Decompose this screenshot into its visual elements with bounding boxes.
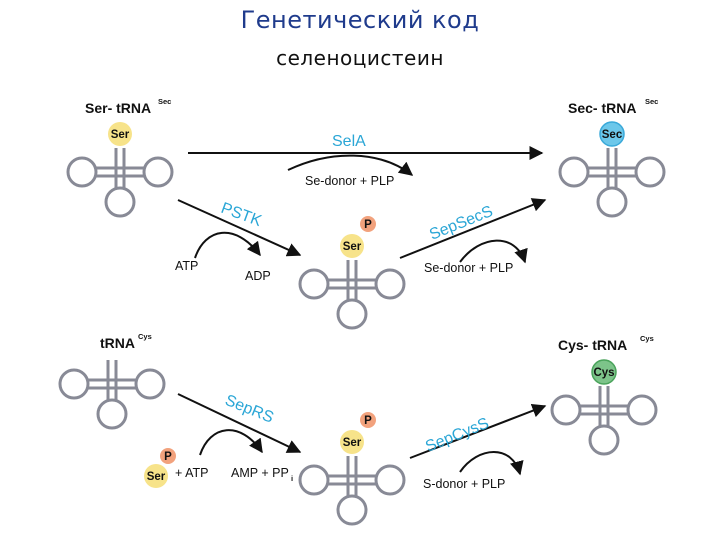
trna-icon <box>66 146 174 218</box>
se-donor-plp-2: Se-donor + PLP <box>424 261 513 275</box>
trna-icon <box>558 146 666 218</box>
trna-icon <box>58 358 166 430</box>
ser-amino-label: Ser <box>343 437 362 449</box>
se-donor-plp-1: Se-donor + PLP <box>305 174 394 188</box>
atp-label: ATP <box>175 259 198 273</box>
page-title: Генетический код <box>240 6 480 34</box>
s-donor-plp-label: S-donor + PLP <box>423 477 505 491</box>
sec-amino-circle <box>599 121 625 147</box>
ser-amino-label: Ser <box>111 129 130 141</box>
ser-amino-circle <box>340 234 364 258</box>
cys-trna-cys: Cys- tRNA Cys Cys <box>550 334 658 456</box>
p-ser-atp: P Ser + ATP <box>144 448 208 488</box>
sepsecs-arrow <box>399 198 547 259</box>
sepcyss-cofactor-arrow <box>459 451 524 476</box>
p-circle <box>360 216 376 232</box>
sec-amino-label: Sec <box>602 129 623 141</box>
trna-cys-superscript: Cys <box>138 332 152 341</box>
p-label: P <box>164 451 172 463</box>
trna-cys-label: tRNA <box>100 335 135 351</box>
trna-icon <box>298 258 406 330</box>
sec-trna-sec-label: Sec- tRNA <box>568 100 636 116</box>
sela-cofactor-arrow <box>287 154 414 176</box>
cys-trna-cys-label: Cys- tRNA <box>558 337 627 353</box>
trna-icon <box>550 384 658 456</box>
seprs-arrow <box>177 393 302 453</box>
amp-ppi-subscript: i <box>291 474 293 483</box>
ser-amino-label: Ser <box>343 241 362 253</box>
sep-trna-sec: P Ser <box>298 216 406 330</box>
page-subtitle: селеноцистеин <box>276 46 444 70</box>
ser-amino-circle <box>340 430 364 454</box>
p-label: P <box>364 415 372 427</box>
adp-label: ADP <box>245 269 271 283</box>
plus-atp-label: + ATP <box>175 466 208 480</box>
p-circle <box>160 448 176 464</box>
amp-ppi-label: AMP + PP <box>231 466 289 480</box>
trna-icon <box>298 454 406 526</box>
sepcyss-label: SepCysS <box>423 415 491 456</box>
sela-label: SelA <box>332 133 366 150</box>
ser-amino-circle <box>144 464 168 488</box>
cys-amino-label: Cys <box>593 367 614 379</box>
seprs-label: SepRS <box>223 392 276 427</box>
pstk-cofactor-arrow <box>194 231 261 259</box>
ser-trna-sec: Ser- tRNA Sec Ser <box>66 97 174 218</box>
trna-cys: tRNA Cys <box>58 332 166 430</box>
ser-amino-circle <box>108 122 132 146</box>
sepcyss-arrow <box>409 403 547 459</box>
ser-amino-label: Ser <box>147 471 166 483</box>
pstk-label: PSTK <box>219 200 264 230</box>
seprs-cofactor-arrow <box>199 429 263 456</box>
p-label: P <box>364 219 372 231</box>
ser-trna-sec-superscript: Sec <box>158 97 171 106</box>
sec-trna-sec-superscript: Sec <box>645 97 658 106</box>
ser-trna-sec-label: Ser- tRNA <box>85 100 151 116</box>
sec-trna-sec: Sec- tRNA Sec Sec <box>558 97 666 218</box>
p-circle <box>360 412 376 428</box>
cys-trna-cys-superscript: Cys <box>640 334 654 343</box>
cys-amino-circle <box>591 359 617 385</box>
pstk-arrow <box>177 199 302 257</box>
sep-trna-cys: P Ser <box>298 412 406 526</box>
sepsecs-cofactor-arrow <box>459 239 528 264</box>
